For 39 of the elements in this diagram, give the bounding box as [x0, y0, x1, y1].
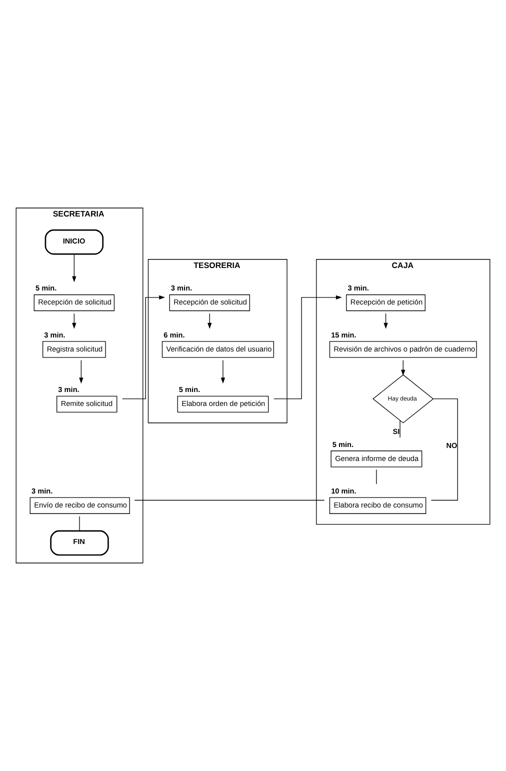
node-box: Registra solicitud — [42, 341, 106, 358]
node-label: 3 min. — [348, 284, 369, 293]
node-box: Genera informe de deuda — [330, 450, 422, 468]
arrow — [384, 313, 388, 329]
arrow — [208, 313, 212, 329]
node-box: INICIO — [44, 229, 104, 255]
arrow — [401, 360, 406, 376]
node-label: 15 min. — [331, 330, 356, 340]
connector — [79, 516, 80, 532]
node-box: Elabora orden de petición — [177, 396, 269, 413]
edge-label: NO — [446, 440, 458, 450]
connector — [430, 398, 458, 501]
node-label: 3 min. — [170, 284, 192, 293]
arrow — [79, 360, 84, 384]
node-box: Remite solicitud — [56, 396, 118, 413]
edge-label: SI — [392, 427, 400, 436]
arrow — [122, 295, 166, 400]
node-box: Recepción de solicitud — [169, 294, 250, 312]
connector — [134, 500, 325, 501]
node-label: 10 min. — [331, 486, 356, 496]
node-label: 3 min. — [58, 385, 80, 394]
node-box: Recepción de petición — [346, 294, 426, 312]
node-box: Recepción de solicitud — [34, 294, 115, 312]
node-label: 5 min. — [178, 385, 200, 394]
arrow — [72, 254, 76, 282]
node-label: 5 min. — [35, 284, 57, 293]
arrow — [72, 313, 76, 329]
node-label: 3 min. — [31, 486, 53, 496]
node-box: Elabora recibo de consumo — [329, 497, 426, 514]
node-label: 5 min. — [332, 440, 354, 449]
node-box: Verificación de datos del usuario — [162, 341, 274, 358]
arrow — [220, 360, 226, 384]
arrow — [274, 295, 342, 400]
node-label: 3 min. — [44, 330, 66, 340]
node-label: 6 min. — [164, 330, 185, 340]
connector — [376, 469, 377, 484]
node-box: Revisión de archivos o padrón de cuaderno — [329, 341, 477, 358]
node-box: FIN — [50, 530, 109, 556]
node-box: Envío de recibo de consumo — [30, 497, 130, 514]
